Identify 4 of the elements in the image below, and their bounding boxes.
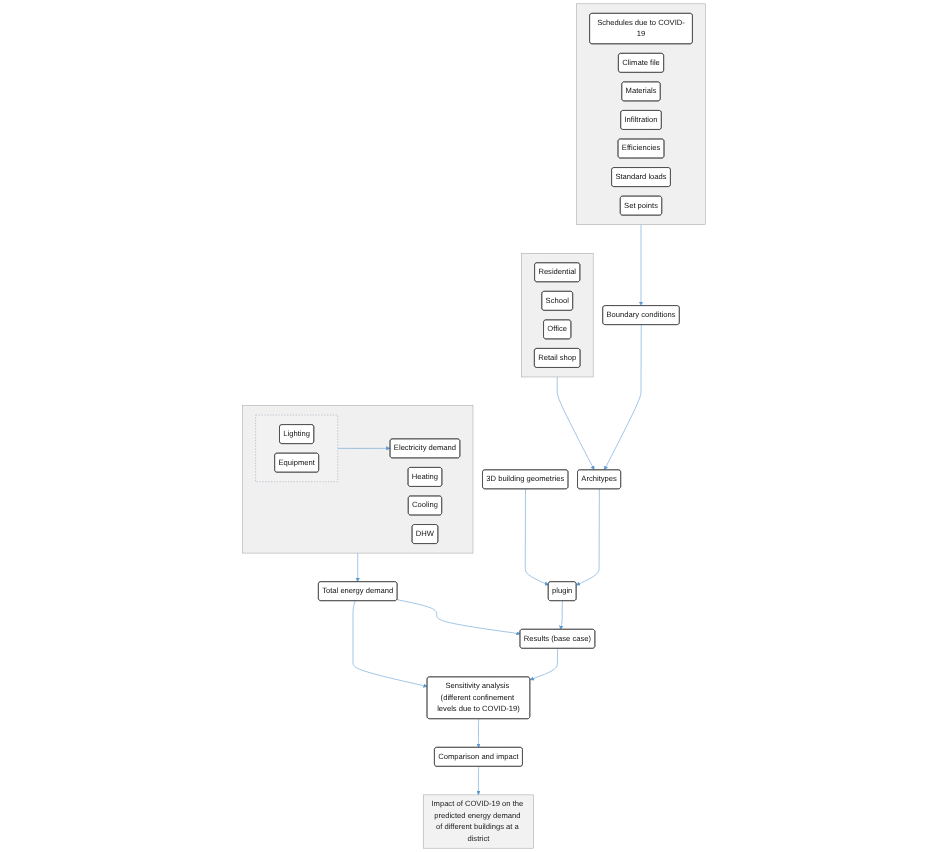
cluster <box>576 3 706 225</box>
cluster <box>521 253 594 378</box>
cluster <box>242 405 474 554</box>
cluster <box>255 414 338 482</box>
